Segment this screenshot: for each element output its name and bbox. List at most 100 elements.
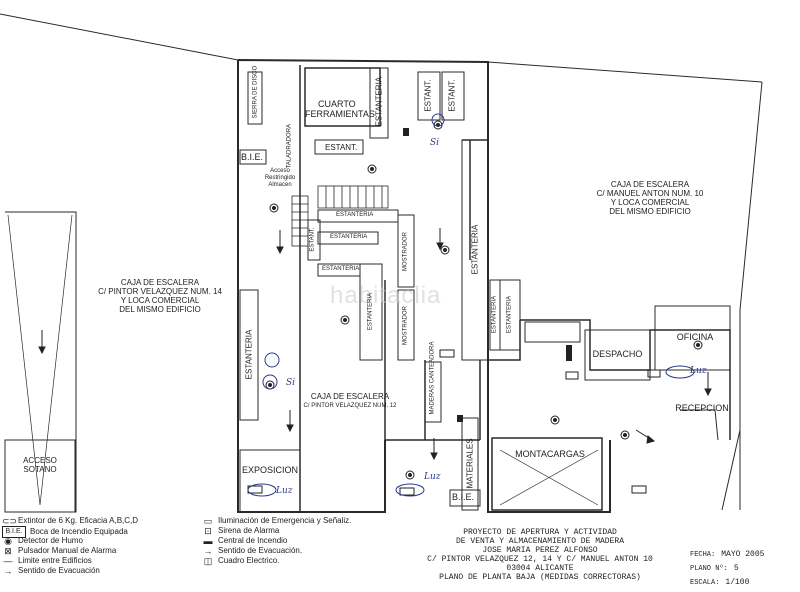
handwritten-luz-3: Luz (690, 366, 707, 376)
evacuation-arrow-icon: → (3, 566, 13, 576)
left-wedge (7, 214, 73, 506)
evacuation-arrows (38, 228, 712, 461)
acceso-label-2: SOTANO (23, 465, 57, 474)
estant-b-label: ESTANT. (447, 79, 457, 112)
siren-icon: ⊡ (204, 526, 212, 536)
caja-center-line2: C/ PINTOR VELAZQUEZ NUM. 12 (303, 403, 397, 409)
mostrador-1-label: MOSTRADOR (402, 232, 409, 271)
estanteria-h2 (317, 231, 379, 245)
escala-label: ESCALA: (690, 579, 720, 587)
acceso-restringido-label: Acceso Restringido Almacen (264, 168, 296, 188)
plano-label: PLANO Nº: (690, 565, 728, 573)
smoke-detector-icon: ◉ (4, 536, 12, 546)
estanteria-right (461, 139, 489, 361)
title-line1: PROYECTO DE APERTURA Y ACTIVIDAD (463, 528, 617, 537)
legend-smoke-detector: ◉Detector de Humo (2, 536, 83, 546)
handwritten-marks (247, 113, 695, 497)
caja-left-line1: CAJA DE ESCALERA (120, 278, 200, 287)
title-line6: PLANO DE PLANTA BAJA (MEDIDAS CORRECTORA… (439, 573, 641, 582)
title-line4: C/ PINTOR VELAZQUEZ 12, 14 Y C/ MANUEL A… (427, 555, 653, 564)
electric-panel-icon: ◫ (203, 556, 213, 566)
watermark: habitaclia (330, 282, 442, 309)
sierra-box (247, 71, 263, 125)
emergency-lights (247, 349, 661, 496)
montacargas-room (491, 437, 603, 511)
cuarto-room (304, 67, 381, 127)
caja-center-line1: CAJA DE ESCALERA (310, 392, 390, 401)
estant-top-1 (417, 71, 441, 121)
bie-label-top: B.I.E. (241, 152, 264, 162)
caja-left-line3: Y LOCA COMERCIAL (120, 296, 200, 305)
estanteria-h2-label: ESTANTERIA (330, 234, 368, 240)
legend-boundary: —Limite entre Edificios (3, 556, 92, 566)
caja-right-line1: CAJA DE ESCALERA (610, 180, 690, 189)
materiales-label: MATERIALES (465, 438, 475, 489)
oficina-label: OFICINA (676, 332, 714, 342)
estanteria-vert-top-label: ESTANTERIA (374, 76, 384, 127)
legend-bie: B.I.E.Boca de Incendio Equipada (2, 526, 128, 538)
estant-horizontal-top (314, 139, 364, 155)
estanteria-mid-label: ESTANTERIA (367, 292, 374, 331)
caja-left-line2: C/ PINTOR VELAZQUEZ NUM. 14 (98, 287, 222, 296)
estant-small-v (307, 219, 321, 261)
boundary-line-icon: — (3, 556, 13, 566)
toilet-room (524, 321, 581, 343)
estanteria-h3-label: ESTANTERIA (322, 266, 360, 272)
bie-box-top (239, 149, 267, 165)
boundary-top-line (0, 13, 763, 83)
despacho-room (584, 329, 651, 381)
legend-evacuation-direction: →Sentido de Evacuación. (203, 546, 303, 556)
recepcion-counter (680, 409, 719, 441)
mostrador-2 (397, 289, 415, 361)
legend-alarm-button: ⊠Pulsador Manual de Alarma (2, 546, 116, 556)
acceso-label-1: ACCESO (23, 456, 57, 465)
legend-extinguisher: ⊂⊃Extintor de 6 Kg. Eficacia A,B,C,D (2, 516, 139, 526)
legend-evacuation: →Sentido de Evacuación (3, 566, 100, 576)
title-line3: JOSE MARIA PEREZ ALFONSO (482, 546, 598, 555)
fire-panel-icon: ▬ (203, 536, 213, 546)
legend: ⊂⊃Extintor de 6 Kg. Eficacia A,B,C,D B.I… (0, 514, 460, 592)
drawing-meta: FECHA:MAYO 2005 PLANO Nº:5 ESCALA:1/100 (690, 548, 800, 590)
caja-right-line3: Y LOCA COMERCIAL (610, 198, 690, 207)
handwritten-si-1: Si (430, 138, 440, 148)
estanteria-right-label: ESTANTERIA (470, 224, 480, 275)
title-line2: DE VENTA Y ALMACENAMIENTO DE MADERA (455, 537, 625, 546)
estanteria-h1-label: ESTANTERIA (336, 212, 374, 218)
estanteria-small-label: ESTANTERIA (491, 295, 498, 334)
maderas-label: MADERAS CANTEADORA (429, 341, 436, 415)
legend-electric-panel: ◫Cuadro Electrico. (203, 556, 280, 566)
handwritten-luz-2: Luz (424, 472, 441, 482)
extinguisher-icon: ⊂⊃ (2, 516, 18, 526)
caja-right-line4: DEL MISMO EDIFICIO (609, 207, 691, 216)
handwritten-si-2: Si (286, 378, 296, 388)
montacargas-label: MONTACARGAS (515, 449, 585, 459)
legend-siren: ⊡Sirena de Alarma (202, 526, 279, 536)
title-block: PROYECTO DE APERTURA Y ACTIVIDAD DE VENT… (410, 528, 670, 582)
caja-right-line2: C/ MANUEL ANTON NUM. 10 (596, 189, 704, 198)
mostrador-1 (397, 214, 415, 288)
cuarto-label-2: FERRAMIENTAS (305, 109, 375, 119)
fecha-label: FECHA: (690, 551, 716, 559)
materiales-box (461, 417, 479, 511)
bie-label-bottom: B.I.E. (452, 492, 475, 502)
maderas-box (424, 361, 442, 423)
oficina-room (654, 305, 731, 371)
estant-small-label: ESTANT. (309, 227, 316, 252)
estant-a-label: ESTANT. (423, 79, 433, 112)
caja-left-line4: DEL MISMO EDIFICIO (119, 305, 201, 314)
estanteria-right2-label: ESTANTERIA (506, 295, 513, 334)
misc-symbols (403, 128, 572, 422)
legend-fire-panel: ▬Central de Incendio (203, 536, 288, 546)
estanteria-small (489, 279, 501, 351)
handwritten-luz-1: Luz (276, 486, 293, 496)
estant-top-label: ESTANT. (325, 143, 358, 152)
boundary-right-wall (721, 81, 763, 511)
title-line5: 03004 ALICANTE (506, 564, 574, 573)
exposicion-label: EXPOSICION (241, 465, 298, 475)
stairs (291, 185, 389, 247)
exposicion-room (239, 449, 301, 513)
mostrador-2-label: MOSTRADOR (402, 306, 409, 345)
estanteria-left (239, 289, 259, 421)
plano-value: 5 (733, 564, 739, 573)
